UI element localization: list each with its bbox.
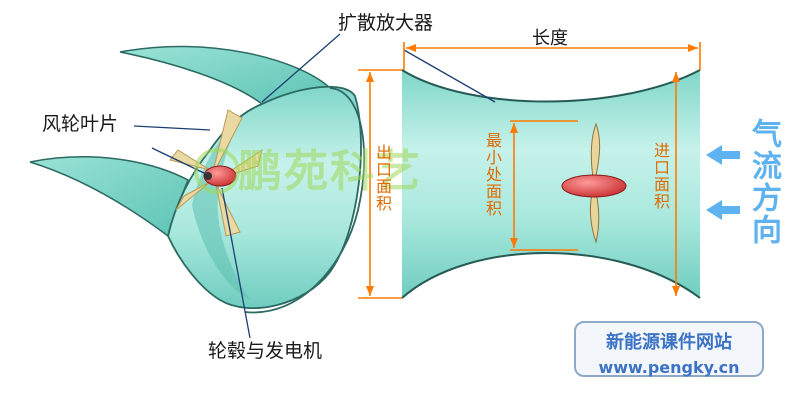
airflow-arrows bbox=[706, 145, 740, 220]
label-airflow-direction: 气流方向 bbox=[746, 118, 781, 246]
label-diffuser: 扩散放大器 bbox=[338, 12, 434, 34]
watermark-text: 鹏苑科艺 bbox=[238, 146, 422, 197]
label-length: 长度 bbox=[532, 28, 568, 49]
site-name: 新能源课件网站 bbox=[606, 332, 732, 353]
label-hub-generator: 轮毂与发电机 bbox=[208, 340, 323, 362]
label-min-area: 最小处面积 bbox=[483, 132, 502, 217]
site-badge[interactable]: 新能源课件网站 www.pengky.cn bbox=[574, 321, 764, 377]
dimension-lines bbox=[358, 42, 701, 299]
label-outlet-area: 出口面积 bbox=[373, 144, 392, 212]
label-blade: 风轮叶片 bbox=[42, 113, 119, 135]
site-url: www.pengky.cn bbox=[598, 358, 740, 377]
label-inlet-area: 进口面积 bbox=[651, 142, 670, 210]
cross-section bbox=[401, 49, 701, 299]
watermark-logo bbox=[194, 148, 240, 194]
